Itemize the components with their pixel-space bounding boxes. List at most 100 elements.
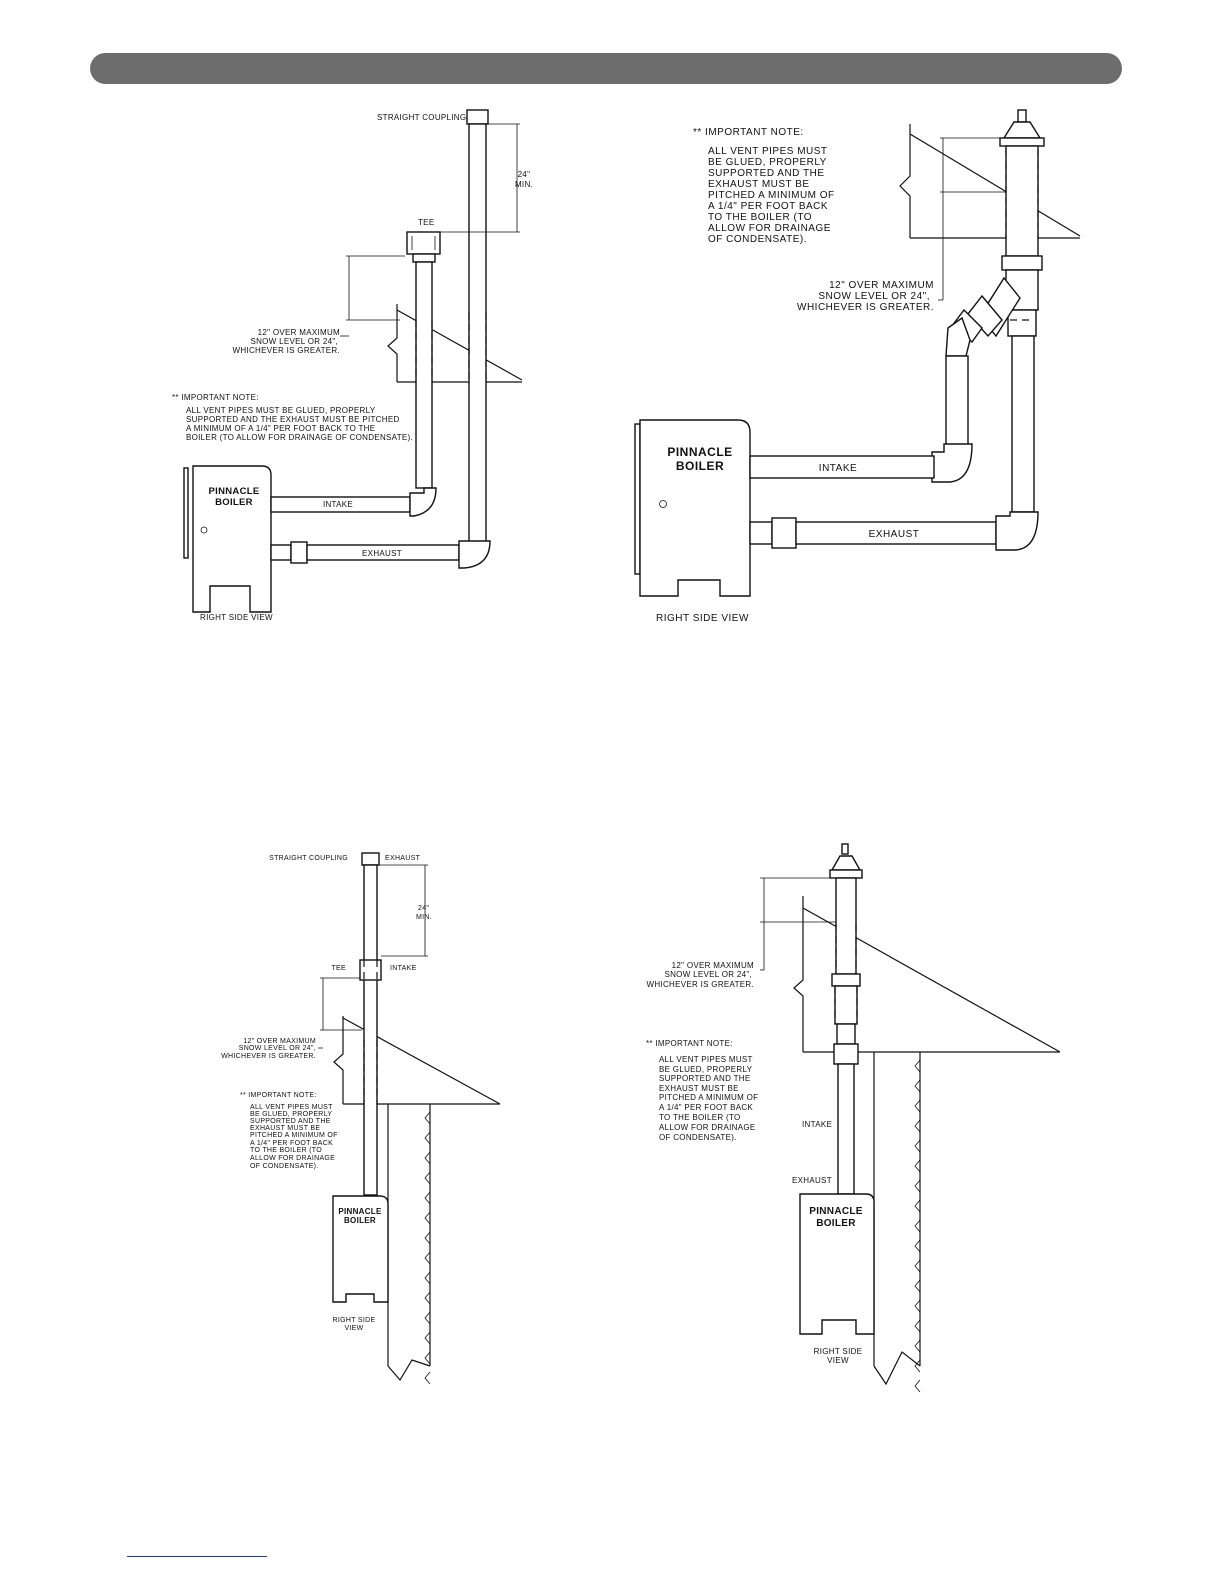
boiler-label-line-1: PINNACLE [338, 1207, 382, 1216]
note-line-4: EXHAUST MUST BE [708, 179, 810, 190]
note-line-1: ALL VENT PIPES MUST [250, 1104, 333, 1111]
boiler-label-line-2: BOILER [215, 497, 253, 508]
exhaust-riser-3 [359, 852, 382, 1196]
note-line-3: SUPPORTED AND THE [659, 1074, 751, 1083]
note-line-5: PITCHED A MINIMUM OF [250, 1132, 338, 1139]
intake-label: INTAKE [802, 1120, 832, 1129]
snow-note-line-1: 12" OVER MAXIMUM [243, 1038, 316, 1045]
intake-run-1 [270, 487, 437, 517]
snow-note-line-1: 12" OVER MAXIMUM [258, 328, 340, 337]
boiler-label-line-1: PINNACLE [209, 486, 260, 497]
snow-note-line-3: WHICHEVER IS GREATER. [647, 980, 755, 989]
boiler-3 [332, 1195, 389, 1303]
note-line-2: BE GLUED, PROPERLY [659, 1065, 753, 1074]
intake-label: INTAKE [390, 965, 417, 972]
diagram-4: 12" OVER MAXIMUM SNOW LEVEL OR 24", WHIC… [646, 843, 1061, 1393]
note-line-2: SUPPORTED AND THE EXHAUST MUST BE PITCHE… [186, 415, 400, 424]
exhaust-riser-2 [999, 109, 1045, 513]
note-line-2: BE GLUED, PROPERLY [250, 1111, 332, 1118]
note-line-9: OF CONDENSATE). [250, 1163, 319, 1170]
intake-riser-1 [406, 231, 441, 489]
note-line-3: A MINIMUM OF A 1/4" PER FOOT BACK TO THE [186, 424, 375, 433]
note-line-9: OF CONDENSATE). [708, 234, 807, 245]
boiler-1 [183, 465, 272, 613]
note-line-4: EXHAUST MUST BE [250, 1125, 320, 1132]
diagram-2: ** IMPORTANT NOTE: ALL VENT PIPES MUST B… [634, 109, 1081, 624]
note-line-3: SUPPORTED AND THE [250, 1118, 331, 1125]
dimension-24-min-3 [379, 864, 428, 957]
exhaust-label: EXHAUST [792, 1176, 832, 1185]
tee-label: TEE [418, 218, 434, 227]
intake-run-2 [749, 455, 935, 479]
exhaust-riser-1 [466, 109, 489, 545]
view-label-line-1: RIGHT SIDE [814, 1347, 863, 1356]
intake-label: INTAKE [323, 500, 353, 509]
snow-note-line-2: SNOW LEVEL OR 24", [818, 291, 930, 302]
note-line-7: TO THE BOILER (TO [708, 212, 812, 223]
dimension-snow-1 [340, 255, 405, 337]
note-line-1: ALL VENT PIPES MUST BE GLUED, PROPERLY [186, 406, 376, 415]
snow-note-line-3: WHICHEVER IS GREATER. [797, 302, 934, 313]
snow-note-line-2: SNOW LEVEL OR 24", [239, 1045, 316, 1052]
note-line-1: ALL VENT PIPES MUST [708, 146, 828, 157]
note-line-8: ALLOW FOR DRAINAGE [659, 1123, 756, 1132]
note-line-7: TO THE BOILER (TO [659, 1113, 741, 1122]
dimension-24-min-1 [440, 123, 520, 233]
dimension-min-label: MIN. [416, 914, 432, 921]
note-line-3: SUPPORTED AND THE [708, 168, 825, 179]
note-line-7: TO THE BOILER (TO [250, 1147, 322, 1154]
tee-label: TEE [331, 965, 346, 972]
note-line-5: PITCHED A MINIMUM OF [659, 1093, 758, 1102]
exhaust-label: EXHAUST [362, 549, 402, 558]
view-label-line-2: VIEW [344, 1325, 363, 1332]
snow-note-line-3: WHICHEVER IS GREATER. [221, 1053, 316, 1060]
note-line-2: BE GLUED, PROPERLY [708, 157, 827, 168]
snow-note-line-2: SNOW LEVEL OR 24", [664, 970, 752, 979]
view-label: RIGHT SIDE VIEW [656, 613, 749, 624]
boiler-label-line-2: BOILER [816, 1218, 856, 1229]
header-bar [90, 53, 1122, 84]
diagram-3: STRAIGHT COUPLING EXHAUST 24" MIN. TEE I… [221, 852, 501, 1385]
note-line-6: A 1/4" PER FOOT BACK [250, 1140, 333, 1147]
intake-riser-2 [931, 276, 1021, 483]
boiler-label-line-2: BOILER [676, 459, 724, 473]
note-line-5: PITCHED A MINIMUM OF [708, 190, 835, 201]
exhaust-run-1 [270, 540, 491, 569]
note-line-8: ALLOW FOR DRAINAGE [708, 223, 831, 234]
footer-rule [127, 1556, 267, 1557]
note-line-9: OF CONDENSATE). [659, 1133, 737, 1142]
straight-coupling-label: STRAIGHT COUPLING [269, 855, 348, 862]
intake-label: INTAKE [819, 463, 857, 474]
note-line-4: EXHAUST MUST BE [659, 1084, 739, 1093]
note-line-1: ALL VENT PIPES MUST [659, 1055, 753, 1064]
exhaust-label: EXHAUST [385, 855, 421, 862]
note-line-6: A 1/4" PER FOOT BACK [659, 1103, 753, 1112]
snow-note-line-3: WHICHEVER IS GREATER. [233, 346, 341, 355]
boiler-4 [799, 1193, 875, 1335]
dimension-snow-4 [760, 877, 836, 971]
dimension-snow-2 [938, 137, 1006, 301]
straight-coupling-label: STRAIGHT COUPLING [377, 113, 466, 122]
vent-riser-4 [829, 843, 863, 1195]
boiler-label-line-1: PINNACLE [809, 1206, 863, 1217]
important-note-title: ** IMPORTANT NOTE: [240, 1092, 317, 1099]
wall-4 [873, 1052, 921, 1393]
important-note-title: ** IMPORTANT NOTE: [646, 1039, 733, 1048]
note-line-6: A 1/4" PER FOOT BACK [708, 201, 828, 212]
snow-note-line-2: SNOW LEVEL OR 24", [250, 337, 338, 346]
wall-3 [387, 1104, 431, 1385]
view-label-line-1: RIGHT SIDE [333, 1317, 376, 1324]
view-label: RIGHT SIDE VIEW [200, 613, 273, 622]
snow-note-line-1: 12" OVER MAXIMUM [829, 280, 934, 291]
roof-2 [899, 124, 1081, 239]
view-label-line-2: VIEW [827, 1356, 849, 1365]
roof-3 [333, 1016, 501, 1105]
dimension-24-label: 24" [418, 905, 429, 912]
boiler-2 [634, 419, 751, 597]
important-note-title: ** IMPORTANT NOTE: [693, 127, 804, 138]
note-line-4: BOILER (TO ALLOW FOR DRAINAGE OF CONDENS… [186, 433, 413, 442]
exhaust-label: EXHAUST [869, 529, 920, 540]
dimension-24-label: 24" [518, 170, 531, 179]
dimension-min-label: MIN. [515, 180, 533, 189]
